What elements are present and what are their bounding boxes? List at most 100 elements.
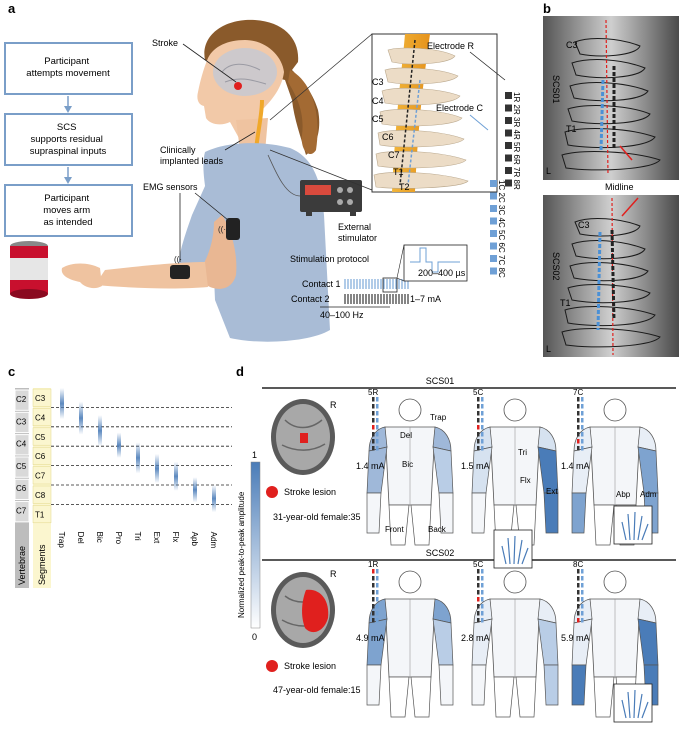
segment-cell-2 bbox=[32, 427, 52, 446]
mini-contact-c-scs02-1-6 bbox=[481, 611, 484, 616]
muscle-label-d-3: Front bbox=[385, 525, 404, 534]
mini-contact-scs01-0-1 bbox=[372, 404, 375, 409]
current-scs01-1: 1.5 mA bbox=[461, 461, 490, 471]
mini-contact-c-scs02-1-4 bbox=[481, 597, 484, 602]
panel-label-a: a bbox=[8, 1, 16, 16]
ponytail bbox=[288, 70, 318, 155]
mini-contact-scs01-0-0 bbox=[372, 397, 375, 402]
zoom-line-2 bbox=[396, 244, 405, 279]
mini-contact-scs01-2-6 bbox=[577, 439, 580, 444]
scs01-title: SCS01 bbox=[426, 376, 455, 386]
mini-contact-scs01-0-7 bbox=[372, 446, 375, 451]
mini-contact-scs01-0-5 bbox=[372, 432, 375, 437]
hand bbox=[61, 263, 102, 289]
emg-sensor-upper bbox=[226, 218, 240, 240]
flow-chart: Participant attempts movement SCS suppor… bbox=[4, 42, 133, 237]
body-scs02-0 bbox=[366, 569, 454, 718]
contact-r-label-2: 3R bbox=[512, 117, 521, 127]
mini-contact-scs01-1-2 bbox=[477, 411, 480, 416]
vertebra-label-1: C3 bbox=[16, 417, 27, 426]
muscle-bar-tri bbox=[136, 442, 140, 474]
colorbar-max: 1 bbox=[252, 450, 257, 460]
mini-contact-scs02-1-6 bbox=[477, 611, 480, 616]
muscle-label-d-1: Del bbox=[400, 431, 412, 440]
can-icon bbox=[10, 241, 48, 299]
contact-r-label-6: 7R bbox=[512, 167, 521, 177]
contact-r-marker-0 bbox=[505, 92, 512, 99]
mini-contact-c-scs02-0-4 bbox=[376, 597, 379, 602]
xray-scs02 bbox=[543, 195, 679, 357]
mini-contact-c-scs01-1-0 bbox=[481, 397, 484, 402]
mini-contact-c-scs02-1-0 bbox=[481, 569, 484, 574]
muscle-label-4: Tri bbox=[133, 532, 142, 541]
mini-contact-c-scs01-1-3 bbox=[481, 418, 484, 423]
contact-name-scs01-2: 7C bbox=[573, 388, 583, 397]
hand-icon-0 bbox=[501, 535, 529, 565]
mri-scs02 bbox=[271, 572, 335, 648]
mini-contact-scs02-0-6 bbox=[372, 611, 375, 616]
mini-contact-c-scs02-2-4 bbox=[581, 597, 584, 602]
flow-box-3 bbox=[4, 184, 133, 237]
contact1-pulse-train bbox=[344, 279, 409, 289]
vertebra-label-4: C6 bbox=[16, 484, 27, 493]
mini-contact-scs02-0-4 bbox=[372, 597, 375, 602]
contact-c-label-0: 1C bbox=[497, 180, 506, 190]
muscle-bar-pro bbox=[117, 432, 121, 458]
mini-contact-scs02-2-4 bbox=[577, 597, 580, 602]
muscle-bar-adm bbox=[212, 485, 216, 513]
vertebra-label-5: C7 bbox=[16, 507, 27, 516]
mini-contact-scs02-0-5 bbox=[372, 604, 375, 609]
mini-contact-c-scs02-1-7 bbox=[481, 618, 484, 623]
mini-contact-c-scs01-2-6 bbox=[581, 439, 584, 444]
current-scs02-0: 4.9 mA bbox=[356, 633, 385, 643]
mini-contact-scs01-1-6 bbox=[477, 439, 480, 444]
segment-cell-5 bbox=[32, 485, 52, 504]
muscle-label-5: Ext bbox=[152, 532, 161, 544]
contact-c-marker-6 bbox=[490, 255, 497, 262]
muscle-label-7: Apb bbox=[190, 532, 199, 547]
mini-contact-scs02-0-0 bbox=[372, 569, 375, 574]
xray1-c3: C3 bbox=[566, 40, 578, 50]
shirt bbox=[203, 143, 330, 342]
mini-contact-c-scs01-2-1 bbox=[581, 404, 584, 409]
mini-contact-c-scs01-0-2 bbox=[376, 411, 379, 416]
spine-inset bbox=[371, 33, 498, 193]
scs02-title: SCS02 bbox=[426, 548, 455, 558]
mini-contact-scs01-1-1 bbox=[477, 404, 480, 409]
muscle-label-d-8: Abp bbox=[616, 490, 631, 499]
contact-name-scs01-1: 5C bbox=[473, 388, 483, 397]
segment-label-2: C5 bbox=[35, 433, 46, 442]
vert-label-0: C3 bbox=[372, 77, 384, 87]
contact-r-marker-1 bbox=[505, 104, 512, 112]
mini-contact-c-scs01-1-2 bbox=[481, 411, 484, 416]
muscle-label-1: Del bbox=[76, 532, 85, 544]
xray1-t1: T1 bbox=[566, 124, 577, 134]
protocol-label: Stimulation protocol bbox=[290, 254, 369, 264]
contact-r-label-3: 4R bbox=[512, 130, 521, 140]
panel-label-c: c bbox=[8, 364, 15, 379]
stimulator-cable bbox=[267, 154, 301, 197]
xray-scs01 bbox=[543, 16, 679, 180]
frequency-label: 40–100 Hz bbox=[320, 310, 364, 320]
brain-folds bbox=[221, 63, 267, 85]
mini-contact-c-scs02-1-5 bbox=[481, 604, 484, 609]
vertebra-cell-3 bbox=[14, 456, 30, 478]
mini-contact-c-scs02-2-2 bbox=[581, 583, 584, 588]
segments-header: Segments bbox=[37, 544, 47, 585]
muscle-label-d-0: Trap bbox=[430, 413, 447, 422]
mini-contact-c-scs01-1-7 bbox=[481, 446, 484, 451]
lesion-legend-dot-2 bbox=[266, 660, 278, 672]
muscle-bar-ext bbox=[155, 453, 159, 484]
segment-cell-1 bbox=[32, 408, 52, 427]
midline-arrow-2 bbox=[621, 197, 639, 217]
contact-c-marker-4 bbox=[490, 230, 497, 237]
mini-contact-scs02-0-2 bbox=[372, 583, 375, 588]
mini-contact-c-scs02-0-3 bbox=[376, 590, 379, 595]
muscle-label-8: Adm bbox=[209, 532, 218, 549]
mini-contact-scs01-2-0 bbox=[577, 397, 580, 402]
colorbar bbox=[250, 461, 261, 629]
vert-label-5: T1 bbox=[393, 167, 404, 177]
mini-contact-c-scs02-2-3 bbox=[581, 590, 584, 595]
mini-contact-c-scs01-2-7 bbox=[581, 446, 584, 451]
